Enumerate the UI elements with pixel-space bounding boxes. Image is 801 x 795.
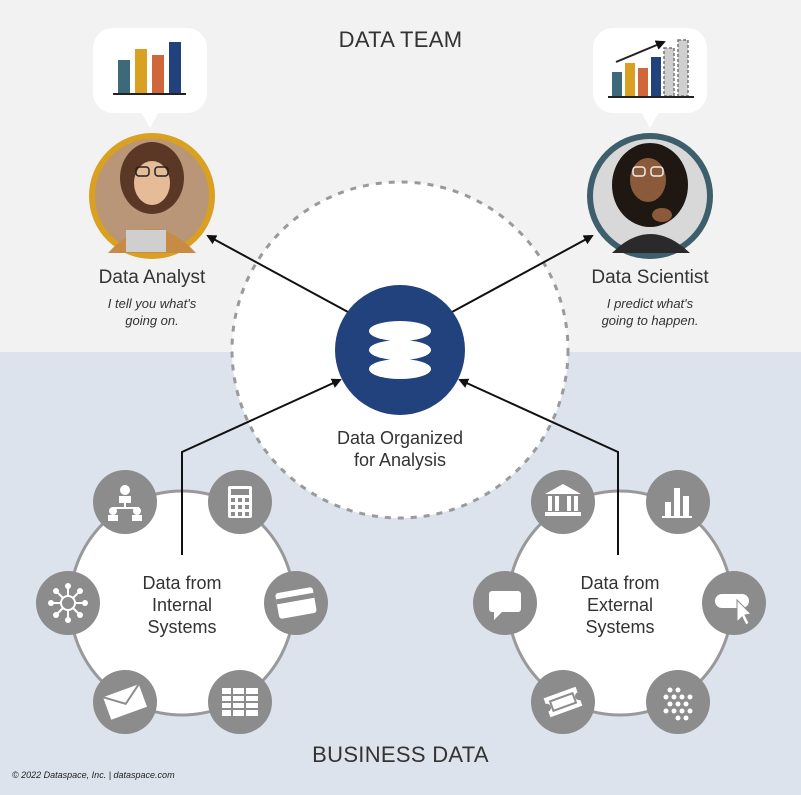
arrow-to-analyst	[206, 235, 349, 313]
center-label-line-1: Data Organized	[336, 428, 464, 448]
center-label-line-2: for Analysis	[353, 450, 447, 470]
arrow-from-external	[458, 378, 619, 555]
center-label: Data Organized for Analysis	[310, 427, 490, 471]
bar-chart-icon	[646, 470, 710, 534]
bank-icon	[531, 470, 595, 534]
internal-systems-label: Data from Internal Systems	[102, 572, 262, 638]
analyst-avatar	[89, 133, 215, 259]
calculator-icon	[208, 470, 272, 534]
arrow-from-internal	[181, 378, 342, 555]
analyst-quote-line-2: going on.	[125, 313, 179, 328]
business-data-heading: BUSINESS DATA	[312, 742, 489, 767]
click-icon	[702, 571, 766, 635]
external-systems-label: Data from External Systems	[540, 572, 700, 638]
scientist-quote-line-1: I predict what's	[606, 296, 694, 311]
scientist-role-label: Data Scientist	[591, 267, 709, 288]
scientist-avatar	[587, 133, 713, 259]
internal-label-line-2: Internal	[151, 595, 213, 615]
analyst-role-label: Data Analyst	[98, 267, 206, 288]
credit-card-icon	[264, 571, 328, 635]
external-label-line-2: External	[586, 595, 654, 615]
scientist-chart-bubble	[593, 28, 707, 128]
envelope-icon	[93, 670, 157, 734]
dot-grid-icon	[646, 670, 710, 734]
internal-label-line-3: Systems	[147, 617, 217, 637]
external-label-line-3: Systems	[585, 617, 655, 637]
ticket-icon	[531, 670, 595, 734]
database-icon	[335, 285, 465, 415]
internal-label-line-1: Data from	[142, 573, 222, 593]
copyright-notice: © 2022 Dataspace, Inc. | dataspace.com	[12, 770, 175, 780]
scientist-quote: I predict what's going to happen.	[560, 295, 740, 329]
analyst-chart-bubble	[93, 28, 207, 128]
analyst-quote: I tell you what's going on.	[62, 295, 242, 329]
org-chart-icon	[93, 470, 157, 534]
analyst-quote-line-1: I tell you what's	[107, 296, 197, 311]
data-team-heading: DATA TEAM	[338, 27, 463, 52]
spreadsheet-icon	[208, 670, 272, 734]
external-label-line-1: Data from	[580, 573, 660, 593]
network-icon	[36, 571, 100, 635]
arrow-to-scientist	[451, 235, 594, 313]
chat-icon	[473, 571, 537, 635]
scientist-quote-line-2: going to happen.	[601, 313, 699, 328]
